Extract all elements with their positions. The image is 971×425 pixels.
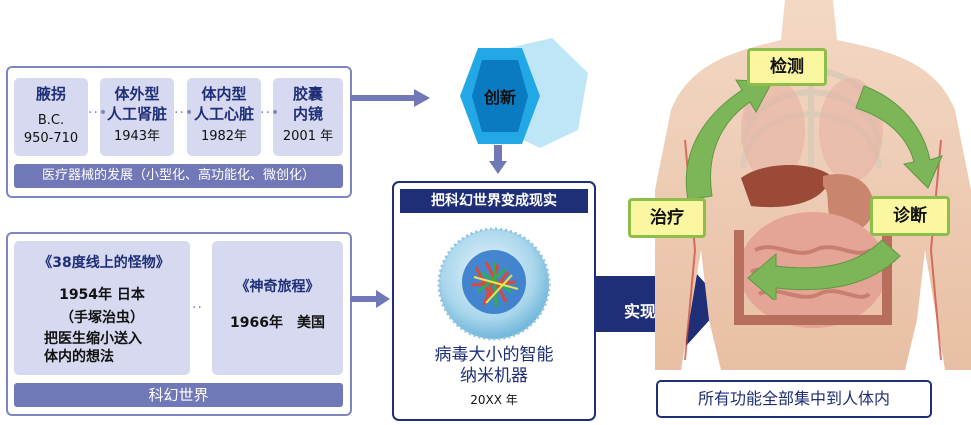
nanomachine-year: 20XX 年 <box>470 393 518 407</box>
cycle-treat-tag: 治疗 <box>628 198 706 238</box>
device-card-artificial-heart <box>187 78 261 156</box>
scifi-right-title: 《神奇旅程》 <box>235 279 320 295</box>
device-item-artificial-heart: 体内型 人工心脏 1982年 <box>187 84 261 146</box>
scifi-left-line1: 1954年 日本 <box>59 287 145 303</box>
arrow-innovation-down <box>489 145 507 174</box>
cycle-detect-tag: 检测 <box>747 48 827 86</box>
devices-panel: 腋拐 B.C. 950-710 体外型 人工肾脏 1943年 体内型 人工心脏 … <box>6 66 352 198</box>
cycle-arrows <box>685 79 943 300</box>
connector-dots: ··• <box>174 105 195 121</box>
device-year: 1982年 <box>200 129 248 144</box>
scifi-caption: 科幻世界 <box>14 383 343 407</box>
scifi-left-line2: （手塚治虫） <box>60 310 144 326</box>
device-title: 体外型 人工肾脏 <box>106 85 167 123</box>
scifi-right-line1: 1966年 美国 <box>230 315 325 331</box>
footer-caption: 所有功能全部集中到人体内 <box>656 380 932 418</box>
scifi-left-title: 《38度线上的怪物》 <box>38 255 170 271</box>
device-year: B.C. 950-710 <box>23 113 79 146</box>
device-title: 体内型 人工心脏 <box>193 85 254 123</box>
scifi-card-right <box>212 241 343 375</box>
device-item-artificial-kidney: 体外型 人工肾脏 1943年 <box>100 84 174 146</box>
connector-dots: ··• <box>88 105 109 121</box>
center-header: 把科幻世界变成现实 <box>400 189 588 213</box>
arrow-devices-to-innovation <box>350 89 430 107</box>
innovation-label: 创新 <box>483 88 516 107</box>
devices-caption: 医疗器械的发展（小型化、高功能化、微创化） <box>14 164 343 188</box>
device-item-capsule-endoscope: 胶囊 内镜 2001 年 <box>273 84 343 146</box>
arrow-scifi-to-center <box>350 290 390 308</box>
device-title: 腋拐 <box>35 85 66 103</box>
center-panel: 把科幻世界变成现实 病毒大小的智能 纳米机器 20XX 年 <box>392 181 596 421</box>
innovation-hexagons <box>460 38 588 148</box>
device-year: 1943年 <box>113 129 161 144</box>
device-year: 2001 年 <box>282 129 334 144</box>
cycle-diagnose-tag: 诊断 <box>870 196 950 236</box>
scifi-left-line3: 把医生缩小送入 体内的想法 <box>44 331 142 365</box>
connector-dots: ·· <box>192 300 203 316</box>
scifi-card-left <box>14 241 190 375</box>
realize-label: 实现 <box>623 302 656 321</box>
device-item-crutch: 腋拐 B.C. 950-710 <box>14 84 88 148</box>
nanomachine-image <box>437 227 551 341</box>
device-card-capsule-endoscope <box>273 78 343 156</box>
connector-dots: ··• <box>260 105 281 121</box>
scifi-panel: 《38度线上的怪物》 1954年 日本 （手塚治虫） 把医生缩小送入 体内的想法… <box>6 232 352 416</box>
device-card-crutch <box>14 78 88 156</box>
device-card-artificial-kidney <box>100 78 174 156</box>
device-title: 胶囊 内镜 <box>292 85 323 123</box>
nanomachine-label: 病毒大小的智能 纳米机器 <box>434 345 554 386</box>
